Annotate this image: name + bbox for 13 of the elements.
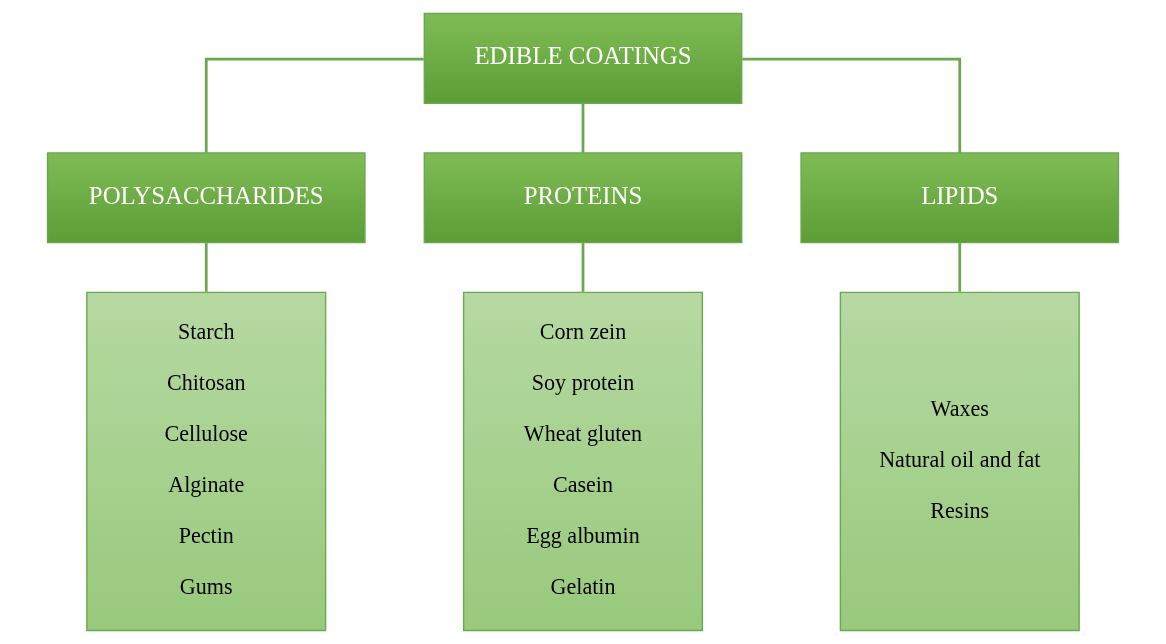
node-box: LIPIDS: [800, 152, 1120, 244]
node-box: PROTEINS: [423, 152, 743, 244]
node-box: Starch Chitosan Cellulose Alginate Pectin Gums: [86, 291, 327, 632]
connector: [581, 243, 585, 292]
connector: [958, 243, 962, 292]
connector: [581, 103, 585, 153]
node-box: Waxes Natural oil and fat Resins: [839, 291, 1080, 632]
connector: [742, 57, 962, 153]
node-box: Corn zein Soy protein Wheat gluten Casein Egg albumin Gelatin: [462, 291, 704, 632]
connector: [204, 57, 424, 153]
connector: [204, 243, 208, 292]
node-box: POLYSACCHARIDES: [46, 152, 366, 244]
node-box: EDIBLE COATINGS: [423, 12, 743, 104]
